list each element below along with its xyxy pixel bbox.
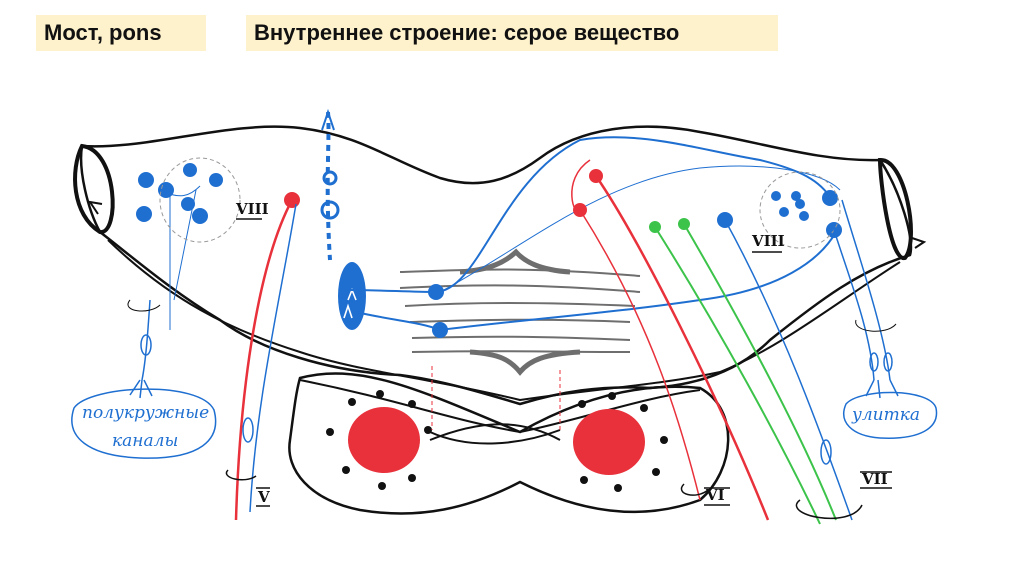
page-subtitle: Внутреннее строение: серое вещество xyxy=(246,15,778,51)
pons-outline xyxy=(79,125,913,406)
semicircular-canals-outline xyxy=(71,388,217,459)
lemniscus-nucleus-1 xyxy=(428,284,444,300)
vestibular-nuclei-left xyxy=(136,163,223,224)
label-semicircular-2: каналы xyxy=(112,431,178,451)
label-semicircular-1: полукружные xyxy=(82,403,209,423)
label-nerve-vii: VII xyxy=(861,470,888,488)
label-cochlea: улитка xyxy=(851,405,920,425)
label-nerve-vi: VI xyxy=(705,486,725,504)
title-text: Мост, pons xyxy=(44,20,162,45)
subtitle-text: Внутреннее строение: серое вещество xyxy=(254,20,680,45)
label-viii-right: VIII xyxy=(751,232,785,250)
lateral-lemniscus xyxy=(325,111,332,261)
pons-inner-boundary xyxy=(107,239,901,402)
pontine-dots xyxy=(326,390,668,492)
cochlear-nuclei-right xyxy=(771,190,842,238)
label-nerve-v: V xyxy=(257,488,270,506)
page-title: Мост, pons xyxy=(36,15,206,51)
abducens-nucleus xyxy=(338,262,366,330)
label-viii-left: VIII xyxy=(235,200,269,218)
right-end-cap xyxy=(877,158,913,260)
cochlea-outline xyxy=(843,391,938,439)
medial-longitudinal-fibres xyxy=(399,268,641,353)
pontine-nucleus-right xyxy=(573,409,645,475)
lemniscus-nucleus-2 xyxy=(432,322,448,338)
pontine-nucleus-left xyxy=(348,407,420,473)
left-end-cap xyxy=(73,143,115,234)
blue-fibres xyxy=(349,136,841,332)
